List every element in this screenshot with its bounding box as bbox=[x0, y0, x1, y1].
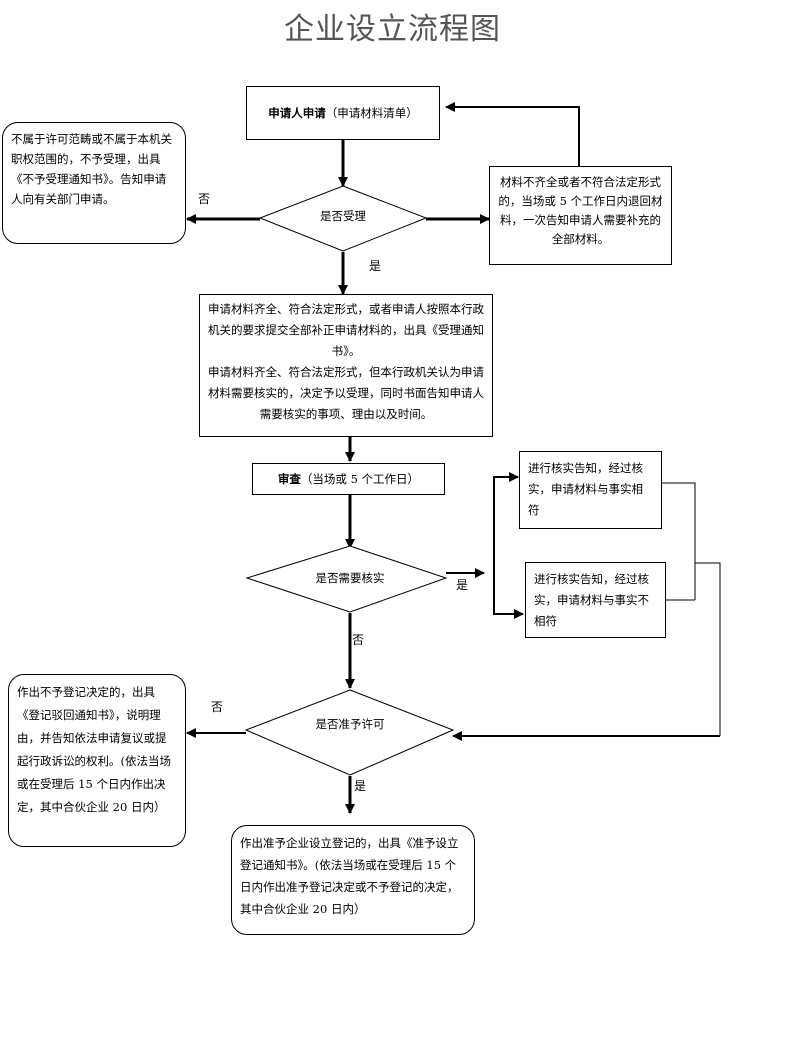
deny-text: 作出不予登记决定的，出具《登记驳回通知书》，说明理由，并告知依法申请复议或提起行… bbox=[17, 685, 171, 814]
review-box: 审查（当场或 5 个工作日） bbox=[252, 463, 445, 495]
accepted-box: 申请材料齐全、符合法定形式，或者申请人按照本行政机关的要求提交全部补正申请材料的… bbox=[199, 294, 493, 437]
decision-accept-label: 是否受理 bbox=[320, 209, 366, 223]
apply-label: 申请人申请 bbox=[268, 106, 326, 120]
review-label: 审查 bbox=[277, 472, 301, 486]
incomplete-materials-text: 材料不齐全或者不符合法定形式的，当场或 5 个工作日内退回材料，一次告知申请人需… bbox=[498, 175, 663, 246]
decision-verify-diamond bbox=[245, 545, 448, 613]
arrow-to-verify-mismatch bbox=[493, 540, 524, 619]
decision-verify-label: 是否需要核实 bbox=[315, 571, 385, 585]
verify-mismatch-text: 进行核实告知，经过核实，申请材料与事实不相符 bbox=[534, 572, 649, 628]
label-accept-no: 否 bbox=[198, 192, 211, 206]
accepted-text-2: 申请材料齐全、符合法定形式，但本行政机关认为申请材料需要核实的，决定予以受理，同… bbox=[208, 365, 484, 421]
decision-permit-label: 是否准予许可 bbox=[315, 717, 385, 731]
apply-materials-label: （申请材料清单） bbox=[325, 106, 418, 120]
verify-match-text: 进行核实告知，经过核实，申请材料与事实相符 bbox=[528, 461, 643, 517]
deny-box: 作出不予登记决定的，出具《登记驳回通知书》，说明理由，并告知依法申请复议或提起行… bbox=[8, 674, 186, 847]
approve-box: 作出准予企业设立登记的，出具《准予设立登记通知书》。(依法当场或在受理后 15 … bbox=[231, 825, 475, 935]
arrow-incomplete-return bbox=[445, 102, 580, 166]
label-permit-no: 否 bbox=[211, 700, 224, 714]
not-in-scope-box: 不属于许可范畴或不属于本机关职权范围的，不予受理，出具《不予受理通知书》。告知申… bbox=[2, 122, 186, 244]
label-permit-yes: 是 bbox=[354, 779, 367, 793]
connector-verify-merge bbox=[662, 482, 721, 736]
verify-match-box: 进行核实告知，经过核实，申请材料与事实相符 bbox=[519, 451, 662, 529]
decision-permit-diamond bbox=[244, 689, 455, 776]
arrow-to-verify-match bbox=[493, 472, 519, 614]
review-duration-label: （当场或 5 个工作日） bbox=[300, 472, 420, 486]
label-verify-yes: 是 bbox=[456, 578, 469, 592]
accepted-text-1: 申请材料齐全、符合法定形式，或者申请人按照本行政机关的要求提交全部补正申请材料的… bbox=[208, 302, 484, 358]
apply-box: 申请人申请（申请材料清单） bbox=[246, 86, 440, 140]
page-title: 企业设立流程图 bbox=[284, 12, 501, 47]
incomplete-materials-box: 材料不齐全或者不符合法定形式的，当场或 5 个工作日内退回材料，一次告知申请人需… bbox=[489, 166, 672, 265]
label-accept-yes: 是 bbox=[369, 259, 382, 273]
not-in-scope-text: 不属于许可范畴或不属于本机关职权范围的，不予受理，出具《不予受理通知书》。告知申… bbox=[11, 132, 172, 206]
decision-accept-diamond bbox=[258, 185, 428, 252]
label-verify-no: 否 bbox=[352, 633, 365, 647]
verify-mismatch-box: 进行核实告知，经过核实，申请材料与事实不相符 bbox=[525, 562, 666, 638]
approve-text: 作出准予企业设立登记的，出具《准予设立登记通知书》。(依法当场或在受理后 15 … bbox=[240, 836, 459, 916]
